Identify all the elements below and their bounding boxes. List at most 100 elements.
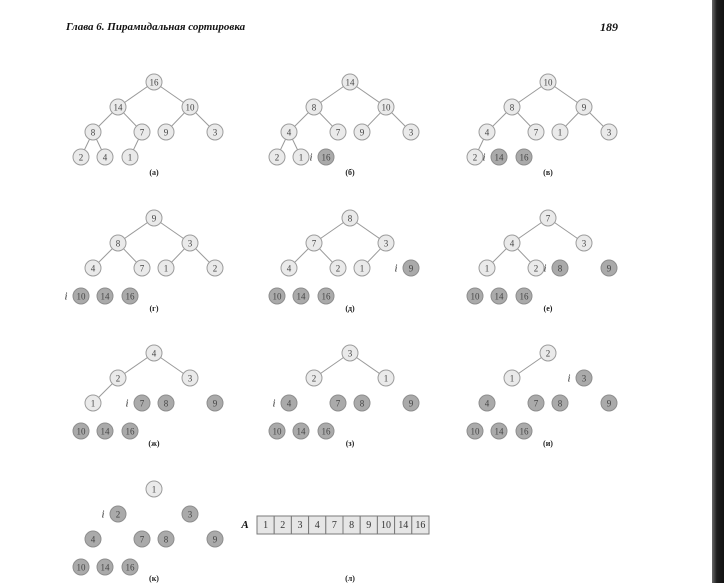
node-value: 2: [116, 510, 121, 520]
heap-node: [181, 234, 199, 252]
index-marker: i: [102, 510, 105, 521]
sorted-node: [490, 148, 508, 166]
array-cell-value: 1: [263, 520, 268, 531]
node-value: 9: [409, 264, 414, 274]
array-cell-value: 7: [332, 520, 337, 531]
panel-caption: (а): [149, 168, 159, 177]
heap-node: [84, 394, 102, 412]
node-value: 7: [336, 128, 341, 138]
panel-caption: (в): [543, 168, 553, 177]
heap-node: [377, 98, 395, 116]
node-value: 14: [495, 153, 505, 163]
node-value: 4: [485, 128, 490, 138]
heap-node: [329, 123, 347, 141]
sorted-node: [72, 558, 90, 576]
node-value: 1: [164, 264, 169, 274]
node-value: 16: [520, 292, 530, 302]
node-value: 10: [273, 427, 283, 437]
sorted-node: [133, 530, 151, 548]
sorted-node: [292, 287, 310, 305]
heap-node: [305, 369, 323, 387]
node-value: 1: [91, 399, 96, 409]
heap-node: [109, 234, 127, 252]
sorted-node: [490, 287, 508, 305]
heap-node: [353, 259, 371, 277]
node-value: 8: [558, 264, 563, 274]
node-value: 3: [409, 128, 414, 138]
node-value: 3: [582, 374, 587, 384]
array-cell-value: 9: [366, 520, 371, 531]
sorted-node: [317, 287, 335, 305]
node-value: 8: [312, 103, 317, 113]
node-value: 10: [382, 103, 392, 113]
node-value: 7: [336, 399, 341, 409]
node-value: 4: [485, 399, 490, 409]
panel-caption: (г): [150, 304, 159, 313]
index-marker: i: [395, 264, 398, 275]
index-marker: i: [65, 292, 68, 303]
heap-node: [527, 259, 545, 277]
node-value: 4: [91, 535, 96, 545]
node-value: 1: [558, 128, 563, 138]
heap-node: [84, 259, 102, 277]
node-value: 14: [101, 563, 111, 573]
array-label: A: [240, 519, 248, 531]
node-value: 14: [101, 427, 111, 437]
sorted-node: [478, 394, 496, 412]
array-cell-value: 16: [415, 520, 425, 531]
sorted-node: [157, 394, 175, 412]
node-value: 14: [346, 78, 356, 88]
heap-node: [157, 123, 175, 141]
node-value: 16: [520, 427, 530, 437]
heap-node: [72, 148, 90, 166]
heap-node: [121, 148, 139, 166]
array-cell-value: 8: [349, 520, 354, 531]
node-value: 7: [140, 399, 145, 409]
sorted-node: [96, 558, 114, 576]
heap-node: [145, 209, 163, 227]
node-value: 2: [534, 264, 539, 274]
node-value: 3: [188, 239, 193, 249]
heap-node: [145, 73, 163, 91]
heap-node: [503, 369, 521, 387]
node-value: 3: [582, 239, 587, 249]
node-value: 4: [152, 349, 157, 359]
node-value: 8: [91, 128, 96, 138]
node-value: 9: [409, 399, 414, 409]
sorted-node: [551, 394, 569, 412]
node-value: 8: [510, 103, 515, 113]
node-value: 10: [77, 563, 87, 573]
heap-node: [353, 123, 371, 141]
index-marker: i: [483, 153, 486, 164]
node-value: 14: [495, 292, 505, 302]
node-value: 1: [152, 485, 157, 495]
node-value: 7: [312, 239, 317, 249]
heap-node: [539, 344, 557, 362]
node-value: 2: [213, 264, 218, 274]
node-value: 14: [297, 427, 307, 437]
sorted-node: [206, 530, 224, 548]
node-value: 4: [103, 153, 108, 163]
array-cell-value: 3: [298, 520, 303, 531]
array-cell: [411, 515, 430, 535]
sorted-node: [317, 148, 335, 166]
node-value: 16: [126, 292, 136, 302]
heap-node: [206, 259, 224, 277]
heap-node: [181, 98, 199, 116]
node-value: 10: [471, 427, 481, 437]
heap-node: [503, 234, 521, 252]
chapter-title: Глава 6. Пирамидальная сортировка: [66, 21, 246, 33]
sorted-node: [515, 287, 533, 305]
node-value: 8: [164, 399, 169, 409]
node-value: 9: [607, 264, 612, 274]
heap-node: [377, 369, 395, 387]
index-marker: i: [126, 399, 129, 410]
sorted-node: [181, 505, 199, 523]
node-value: 9: [607, 399, 612, 409]
node-value: 16: [150, 78, 160, 88]
